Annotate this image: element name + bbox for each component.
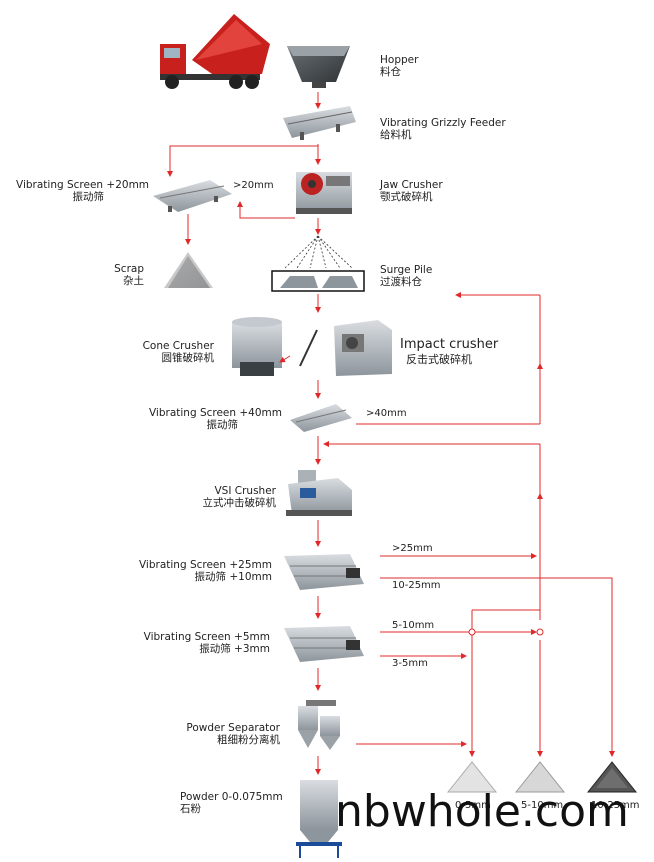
cone-crusher-icon [232,317,282,376]
size-gt25: >25mm [392,543,433,554]
screen-1-label-en: Vibrating Screen +20mm [16,179,150,191]
feeder-label-zh: 给料机 [380,129,412,141]
screen-2-label-zh: 振动筛 [206,419,239,431]
cone-crusher-label: Cone Crusher 圆锥破碎机 [130,340,214,364]
hopper-label-en: Hopper [380,54,419,66]
powder-separator-label-en: Powder Separator [186,722,280,734]
vibrating-screen-4-icon [284,626,364,662]
watermark-text: nbwhole.com [335,786,629,837]
pile-label-0-5: 0-5mm [455,800,491,811]
vsi-crusher-label: VSI Crusher 立式冲击破碎机 [160,485,277,509]
vsi-crusher-label-en: VSI Crusher [214,485,277,497]
feeder-label-en: Vibrating Grizzly Feeder [380,117,506,129]
scrap-label: Scrap 杂土 [100,263,144,287]
feeder-label: Vibrating Grizzly Feeder 给料机 [380,117,506,141]
vsi-crusher-icon [286,470,352,516]
cone-crusher-label-zh: 圆锥破碎机 [161,352,215,364]
divider-slash [299,329,318,367]
jaw-crusher-label-en: Jaw Crusher [380,179,443,191]
powder-silo-icon [296,780,342,858]
surge-pile-icon [271,235,365,292]
vibrating-screen-1-icon [153,180,232,212]
pile-5-10-icon [514,761,566,793]
hopper-label-zh: 料仓 [380,66,401,78]
pile-label-5-10: 5-10mm [521,800,564,811]
vibrating-screen-2-icon [290,404,352,432]
size-5-10: 5-10mm [392,620,435,631]
screen-2-label: Vibrating Screen +40mm 振动筛 [130,407,282,431]
powder-label-zh: 石粉 [180,803,201,815]
size-gt20: >20mm [233,180,274,191]
jaw-crusher-icon [296,172,352,214]
pile-label-10-25: 10-25mm [591,800,640,811]
screen-1-label-zh: 振动筛 [72,191,105,203]
powder-label-en: Powder 0-0.075mm [180,791,283,803]
surge-pile-label-zh: 过渡料仓 [380,276,422,288]
pile-10-25-icon [586,761,638,793]
scrap-label-zh: 杂土 [123,275,144,287]
hopper-label: Hopper 料仓 [380,54,418,78]
vsi-crusher-label-zh: 立式冲击破碎机 [202,497,277,509]
impact-crusher-icon [334,320,392,376]
cone-crusher-label-en: Cone Crusher [142,340,214,352]
screen-3-label: Vibrating Screen +25mm 振动筛 +10mm [120,559,272,583]
scrap-pile-icon [164,252,213,288]
surge-pile-label: Surge Pile 过渡料仓 [380,264,432,288]
impact-crusher-label-zh: 反击式破碎机 [406,353,472,366]
vibrating-screen-3-icon [284,554,364,590]
screen-3-label-zh: 振动筛 +10mm [194,571,272,583]
flow-arrows [167,92,615,775]
jaw-crusher-label: Jaw Crusher 颚式破碎机 [380,179,443,203]
size-gt40: >40mm [366,408,407,419]
impact-crusher-label: Impact crusher 反击式破碎机 [400,337,498,367]
scrap-label-en: Scrap [114,263,144,275]
screen-4-label: Vibrating Screen +5mm 振动筛 +3mm [120,631,270,655]
powder-separator-label: Powder Separator 粗细粉分离机 [180,722,280,746]
surge-pile-label-en: Surge Pile [380,264,433,276]
screen-2-label-en: Vibrating Screen +40mm [148,407,282,419]
screen-4-label-en: Vibrating Screen +5mm [143,631,270,643]
powder-label: Powder 0-0.075mm 石粉 [180,791,283,815]
powder-separator-icon [298,700,340,750]
size-3-5: 3-5mm [392,658,428,669]
jaw-crusher-label-zh: 颚式破碎机 [380,191,433,203]
dump-truck-icon [160,14,270,89]
impact-crusher-label-en: Impact crusher [400,337,499,352]
hopper-icon [287,46,350,88]
pile-0-5-icon [446,761,498,793]
screen-1-label: Vibrating Screen +20mm 振动筛 [16,179,150,203]
size-10-25: 10-25mm [392,580,441,591]
grizzly-feeder-icon [283,106,356,140]
screen-4-label-zh: 振动筛 +3mm [199,643,270,655]
powder-separator-label-zh: 粗细粉分离机 [217,734,280,746]
screen-3-label-en: Vibrating Screen +25mm [138,559,272,571]
